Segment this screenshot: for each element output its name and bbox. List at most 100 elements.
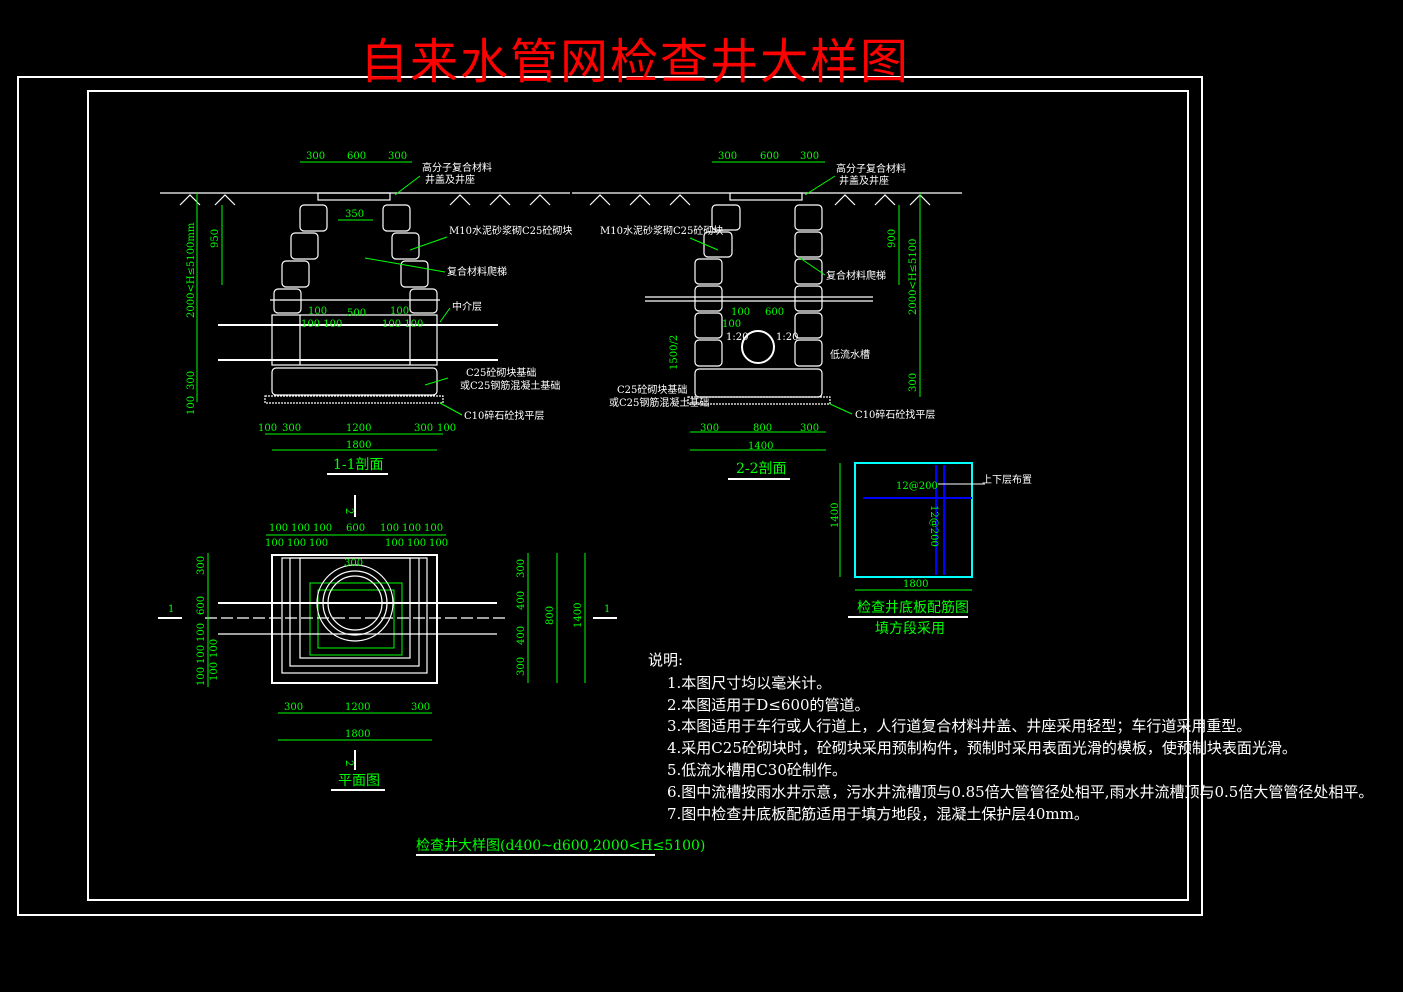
svg-text:100: 100 <box>437 423 456 434</box>
svg-text:1200: 1200 <box>345 702 370 713</box>
svg-text:300: 300 <box>908 373 919 392</box>
manhole-cover <box>317 192 391 201</box>
svg-text:1:20: 1:20 <box>726 332 748 343</box>
note-item: 4.采用C25砼砌块时，砼砌块采用预制构件，预制时采用表面光滑的模板，使预制块表… <box>667 739 1297 757</box>
outer-wall <box>271 554 438 684</box>
svg-text:12@200: 12@200 <box>928 505 939 547</box>
ground-hatch <box>179 194 551 206</box>
section-1-1: 300 600 300 350 950 2000<H≤5100mm 300 10… <box>160 151 572 475</box>
svg-text:100: 100 <box>186 396 197 415</box>
section-2-2-label: 2-2剖面 <box>736 461 787 477</box>
svg-text:300: 300 <box>516 559 527 578</box>
svg-text:900: 900 <box>887 229 898 248</box>
svg-text:上下层布置: 上下层布置 <box>982 474 1032 486</box>
svg-text:100: 100 <box>287 538 306 549</box>
svg-text:300: 300 <box>800 423 819 434</box>
svg-text:100: 100 <box>209 662 220 681</box>
rebar-plan-subtitle: 填方段采用 <box>875 621 945 637</box>
svg-text:600: 600 <box>346 523 365 534</box>
leveling-layer <box>264 395 444 404</box>
svg-text:400: 400 <box>516 626 527 645</box>
svg-text:800: 800 <box>545 606 556 625</box>
svg-text:100: 100 <box>265 538 284 549</box>
svg-text:100: 100 <box>390 306 409 317</box>
svg-text:300: 300 <box>411 702 430 713</box>
svg-text:300: 300 <box>718 151 737 162</box>
note-item: 6.图中流槽按雨水井示意，污水井流槽顶与0.85倍大管管径处相平,雨水井流槽顶与… <box>667 783 1373 801</box>
svg-text:井盖及井座: 井盖及井座 <box>839 174 889 187</box>
masonry-blocks <box>694 204 823 367</box>
svg-text:400: 400 <box>516 591 527 610</box>
svg-text:1500/2: 1500/2 <box>669 335 680 370</box>
drawing-caption: 检查井大样图(d400~d600,2000<H≤5100) <box>416 838 705 854</box>
svg-text:1200: 1200 <box>346 423 371 434</box>
svg-text:950: 950 <box>210 229 221 248</box>
rebar-plan: 12@200 12@200 上下层布置 1400 1800 检查井底板配筋图 填… <box>830 462 1032 637</box>
svg-text:1400: 1400 <box>573 603 584 628</box>
svg-text:100: 100 <box>429 538 448 549</box>
svg-text:100: 100 <box>209 639 220 658</box>
svg-text:500: 500 <box>347 308 366 319</box>
svg-text:300: 300 <box>186 371 197 390</box>
svg-text:300: 300 <box>284 702 303 713</box>
svg-text:1:20: 1:20 <box>776 332 798 343</box>
svg-text:中介层: 中介层 <box>452 300 482 313</box>
svg-text:C25砼砌块基础: C25砼砌块基础 <box>466 366 536 379</box>
svg-text:100: 100 <box>269 523 288 534</box>
svg-text:600: 600 <box>347 151 366 162</box>
svg-text:高分子复合材料: 高分子复合材料 <box>836 162 906 175</box>
inner-frame <box>87 90 1189 901</box>
foundation <box>694 368 823 398</box>
svg-text:300: 300 <box>282 423 301 434</box>
svg-text:M10水泥砂浆砌C25砼砌块: M10水泥砂浆砌C25砼砌块 <box>600 224 723 237</box>
svg-text:高分子复合材料: 高分子复合材料 <box>422 161 492 174</box>
svg-text:100: 100 <box>424 523 443 534</box>
svg-text:2000<H≤5100mm: 2000<H≤5100mm <box>186 222 197 318</box>
svg-text:或C25钢筋混凝土基础: 或C25钢筋混凝土基础 <box>460 379 560 392</box>
svg-text:300: 300 <box>388 151 407 162</box>
svg-text:低流水槽: 低流水槽 <box>830 348 870 361</box>
svg-text:C10碎石砼找平层: C10碎石砼找平层 <box>855 408 935 421</box>
svg-text:100 100: 100 100 <box>382 319 423 330</box>
svg-text:C10碎石砼找平层: C10碎石砼找平层 <box>464 409 544 422</box>
notes: 说明: 1.本图尺寸均以毫米计。 2.本图适用于D≤600的管道。 3.本图适用… <box>648 651 1373 823</box>
slab-outline <box>854 462 973 578</box>
svg-text:或C25钢筋混凝土基础: 或C25钢筋混凝土基础 <box>609 396 709 409</box>
manhole-cover <box>729 192 803 201</box>
svg-text:100: 100 <box>196 667 207 686</box>
svg-text:M10水泥砂浆砌C25砼砌块: M10水泥砂浆砌C25砼砌块 <box>449 224 572 237</box>
svg-text:1: 1 <box>604 604 610 615</box>
outer-frame <box>17 76 1203 916</box>
rebar-plan-title: 检查井底板配筋图 <box>857 599 969 616</box>
section-2-2: 300 600 300 900 2000<H≤5100 300 1500/2 1… <box>572 151 962 480</box>
svg-text:2: 2 <box>343 508 354 514</box>
svg-text:300: 300 <box>196 556 207 575</box>
svg-text:1800: 1800 <box>345 729 370 740</box>
svg-text:100: 100 <box>291 523 310 534</box>
foundation <box>271 367 438 396</box>
svg-text:300: 300 <box>306 151 325 162</box>
svg-text:100: 100 <box>313 523 332 534</box>
plan-label: 平面图 <box>338 773 380 789</box>
svg-text:100: 100 <box>308 306 327 317</box>
svg-text:600: 600 <box>765 307 784 318</box>
notes-heading: 说明: <box>648 651 683 669</box>
svg-text:100: 100 <box>258 423 277 434</box>
svg-text:350: 350 <box>345 209 364 220</box>
svg-text:300: 300 <box>700 423 719 434</box>
svg-text:300: 300 <box>414 423 433 434</box>
masonry-blocks-right <box>382 204 438 314</box>
drawing-title: 自来水管网检查井大样图 <box>360 34 910 90</box>
section-1-1-label: 1-1剖面 <box>333 457 384 473</box>
svg-text:100: 100 <box>722 319 741 330</box>
svg-text:300: 300 <box>344 558 363 569</box>
svg-text:300: 300 <box>516 657 527 676</box>
svg-text:600: 600 <box>196 596 207 615</box>
svg-text:1: 1 <box>168 604 174 615</box>
plan-view: 1 1 2 2 100 100 100 600 100 100 100 100 … <box>158 495 617 791</box>
svg-text:2: 2 <box>343 760 354 766</box>
note-item: 2.本图适用于D≤600的管道。 <box>667 696 870 714</box>
svg-text:100: 100 <box>196 645 207 664</box>
svg-text:800: 800 <box>753 423 772 434</box>
